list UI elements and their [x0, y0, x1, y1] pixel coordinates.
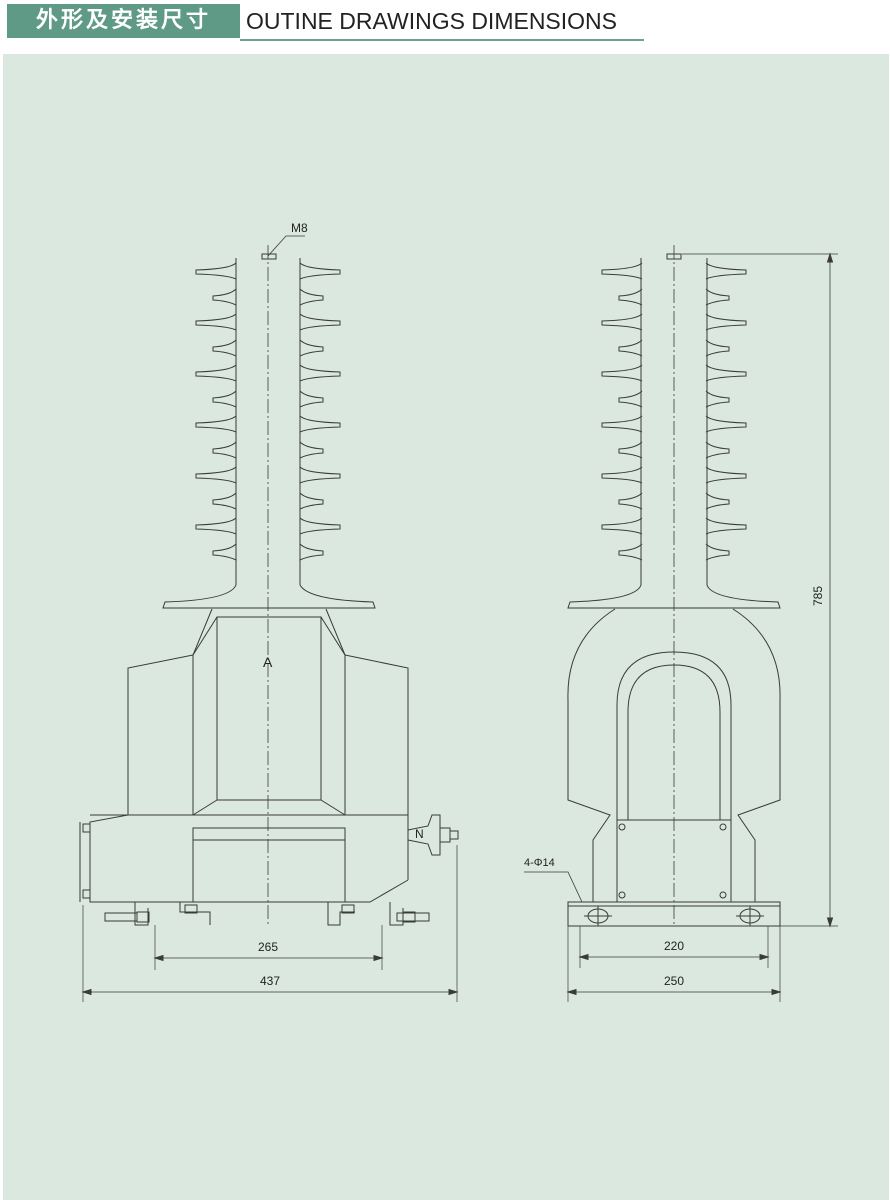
front-view — [79, 235, 459, 1002]
side-view — [524, 245, 838, 1002]
title-chinese: 外形及安装尺寸 — [7, 4, 240, 38]
terminal-a-label: A — [263, 654, 273, 670]
shed-small — [618, 492, 730, 510]
title-underline — [240, 39, 644, 41]
drawing-panel — [3, 54, 889, 1200]
shed-large — [601, 466, 747, 484]
shed-small — [618, 288, 730, 306]
shed-large — [601, 313, 747, 331]
side-insulator-sheds — [601, 262, 747, 561]
shed-large — [601, 415, 747, 433]
terminal-n-label: N — [415, 827, 424, 841]
shed-large — [195, 517, 341, 535]
dimension-265: 265 — [258, 940, 278, 954]
front-insulator-sheds — [195, 262, 341, 561]
shed-small — [618, 543, 730, 561]
shed-large — [195, 364, 341, 382]
hole-label: 4-Φ14 — [524, 857, 555, 869]
shed-large — [195, 415, 341, 433]
shed-large — [195, 262, 341, 280]
thread-label: M8 — [291, 221, 308, 235]
shed-small — [212, 543, 324, 561]
shed-small — [618, 441, 730, 459]
shed-large — [195, 466, 341, 484]
shed-large — [601, 262, 747, 280]
shed-small — [212, 288, 324, 306]
shed-small — [618, 339, 730, 357]
dimension-220: 220 — [664, 939, 684, 953]
shed-large — [195, 313, 341, 331]
shed-small — [212, 339, 324, 357]
dimension-437: 437 — [260, 974, 280, 988]
shed-large — [601, 517, 747, 535]
shed-small — [212, 492, 324, 510]
shed-small — [212, 390, 324, 408]
dimension-785: 785 — [811, 586, 825, 606]
dimension-250: 250 — [664, 974, 684, 988]
shed-small — [618, 390, 730, 408]
title-english: OUTINE DRAWINGS DIMENSIONS — [246, 8, 617, 34]
shed-large — [601, 364, 747, 382]
shed-small — [212, 441, 324, 459]
header: 外形及安装尺寸 OUTINE DRAWINGS DIMENSIONS — [0, 0, 890, 50]
